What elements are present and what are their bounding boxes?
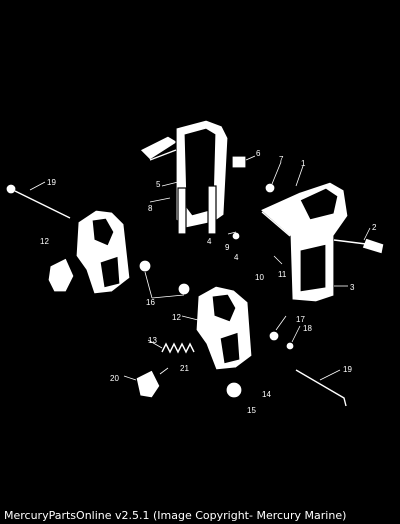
swivel-bracket-part-5: [138, 119, 229, 235]
leader-lines: [29, 155, 371, 381]
callout-9: 9: [225, 243, 230, 252]
callout-20: 20: [110, 374, 119, 383]
callout-16: 16: [146, 298, 155, 307]
callout-12-left: 12: [40, 237, 49, 246]
bushing-part-7: [264, 182, 276, 194]
callout-7: 7: [279, 155, 284, 164]
callout-4-lower: 4: [234, 253, 239, 262]
callout-10: 10: [255, 273, 264, 282]
clamp-housing-part-3: [258, 181, 349, 303]
callout-6: 6: [256, 149, 261, 158]
bushing-part-9: [231, 231, 241, 241]
washer-part-18: [285, 341, 295, 351]
callout-12-center: 12: [172, 313, 181, 322]
callout-19: 19: [343, 365, 352, 374]
callout-3: 3: [350, 283, 355, 292]
bent-rod-part-19: [295, 369, 347, 407]
callout-17: 17: [296, 315, 305, 324]
clamp-bracket-part-12-center: [195, 285, 253, 371]
pad-part-6: [231, 155, 247, 169]
exploded-parts-diagram: 19 12 5 6 7 1 8 4 9 4 2 10 11 3 16 12 13…: [5, 119, 385, 415]
spring-part-13: [161, 342, 195, 354]
copyright-footer: MercuryPartsOnline v2.5.1 (Image Copyrig…: [4, 509, 347, 522]
washer-part-16-lower: [177, 282, 191, 296]
callout-11: 11: [278, 270, 287, 279]
t-handle-screw-part-2: [333, 237, 385, 255]
callout-21: 21: [180, 364, 189, 373]
callout-18: 18: [303, 324, 312, 333]
callout-5: 5: [156, 180, 161, 189]
washer-part-15: [225, 381, 243, 399]
callout-13: 13: [148, 336, 157, 345]
callout-2: 2: [372, 223, 377, 232]
washer-part-16-upper: [138, 259, 152, 273]
clamp-handle-left: [47, 257, 75, 293]
callout-1: 1: [301, 159, 306, 168]
clamp-bracket-part-12-left: [75, 209, 131, 295]
callout-22: 19: [47, 178, 56, 187]
handle-part-20: [135, 369, 161, 399]
callout-labels: 19 12 5 6 7 1 8 4 9 4 2 10 11 3 16 12 13…: [40, 149, 377, 415]
long-bolt-part-22: [5, 183, 71, 219]
callout-14: 14: [262, 390, 271, 399]
nut-part-17: [268, 330, 280, 342]
callout-8: 8: [148, 204, 153, 213]
callout-15: 15: [247, 406, 256, 415]
callout-4-upper: 4: [207, 237, 212, 246]
